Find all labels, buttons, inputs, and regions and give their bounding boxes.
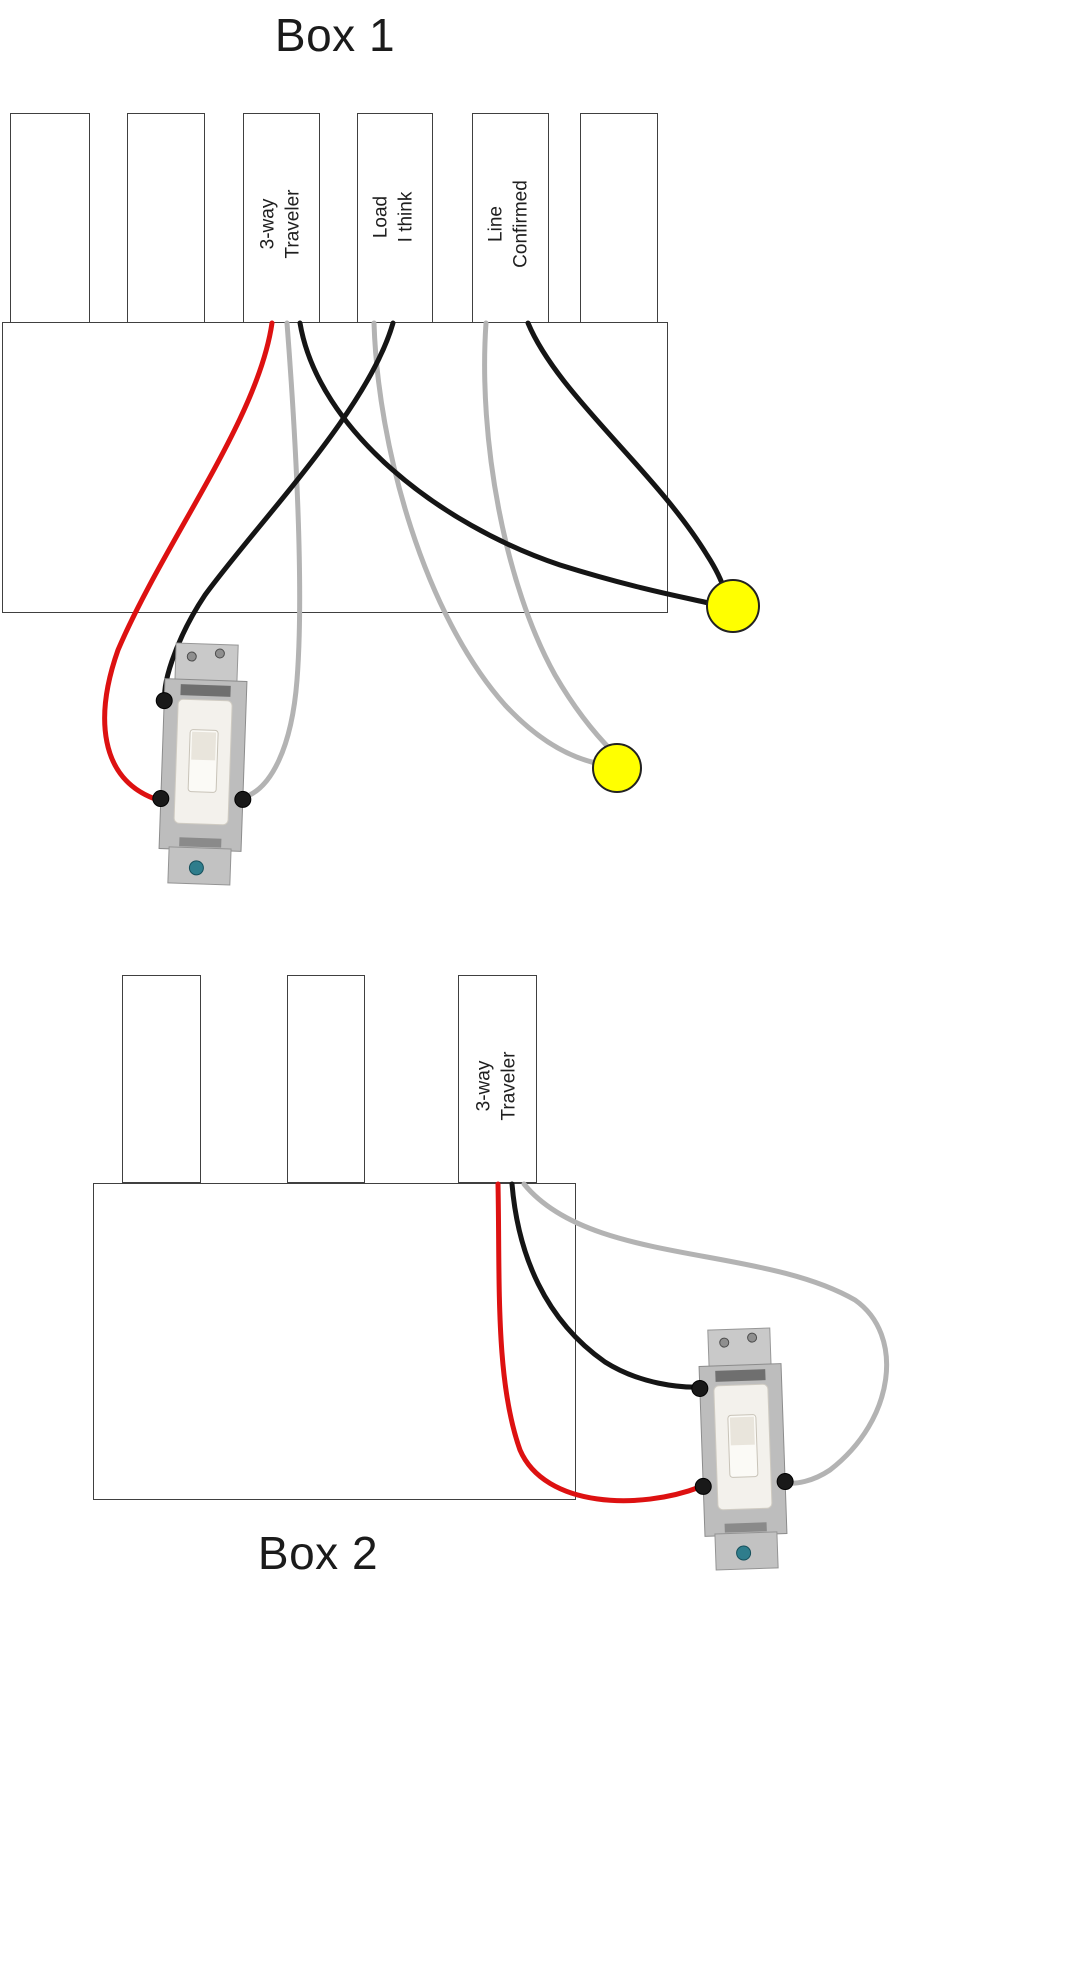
switch2-label-marking	[724, 1522, 767, 1533]
box2-cable-1	[122, 975, 201, 1183]
box1-enclosure	[2, 322, 668, 613]
wire-nut-2	[592, 743, 642, 793]
box2-label-traveler: 3-way Traveler	[473, 1051, 519, 1121]
box2-title: Box 2	[257, 1527, 379, 1579]
switch2-terminal-screw-red	[694, 1477, 712, 1495]
box1-label-traveler: 3-way Traveler	[257, 189, 303, 259]
box1-cable-4-load	[357, 113, 433, 323]
box1-cable-3-traveler	[243, 113, 320, 323]
switch2-terminal-screw-gray	[776, 1473, 794, 1491]
wire-nut-1	[706, 579, 760, 633]
box1-cable-6	[580, 113, 658, 323]
box1-label-load: Load I think	[370, 191, 416, 243]
switch-box1	[152, 642, 252, 886]
box1-label-line: Line Confirmed	[485, 180, 531, 268]
switch2-top-ear	[707, 1327, 772, 1369]
box1-title: Box 1	[274, 9, 396, 61]
switch1-top-ear	[174, 642, 239, 684]
switch1-terminal-screw-red	[152, 790, 170, 808]
switch1-toggle-shading	[191, 731, 217, 761]
switch2-terminal-screw-black	[691, 1379, 709, 1397]
switch1-terminal-screw-black	[155, 692, 173, 710]
box2-cable-3-traveler	[458, 975, 537, 1183]
box1-cable-1	[10, 113, 90, 323]
box1-cable-2	[127, 113, 205, 323]
switch2-rating-marking	[715, 1369, 766, 1382]
switch1-terminal-screw-gray	[234, 790, 252, 808]
switch1-mount-screw-icon	[214, 648, 225, 659]
switch2-ground-screw	[736, 1545, 752, 1561]
switch1-rating-marking	[180, 684, 231, 697]
switch1-mount-screw-icon	[186, 651, 197, 662]
switch2-toggle-shading	[729, 1416, 755, 1446]
switch2-mount-screw-icon	[747, 1332, 758, 1343]
switch2-mount-screw-icon	[719, 1337, 730, 1348]
switch1-label-marking	[179, 837, 222, 848]
box2-enclosure	[93, 1183, 576, 1500]
switch-box2	[691, 1327, 794, 1571]
switch1-ground-screw	[188, 860, 204, 876]
box2-cable-2	[287, 975, 365, 1183]
